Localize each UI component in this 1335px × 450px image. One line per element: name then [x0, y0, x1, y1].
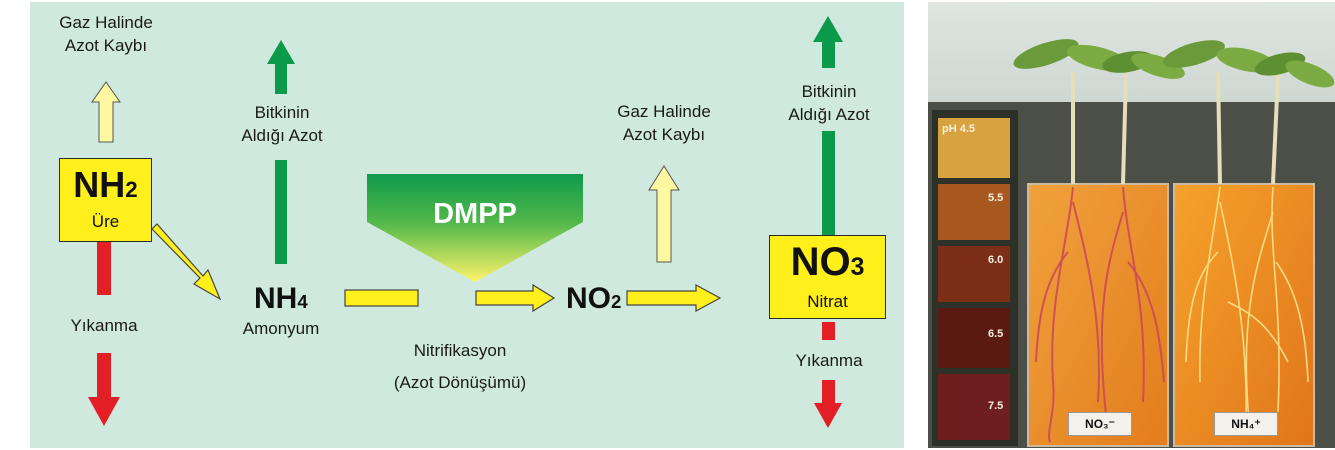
uptake-bar-left — [275, 160, 287, 264]
urea-to-ammonium-arrow — [151, 223, 222, 301]
plant-uptake-left-line2: Aldığı Azot — [241, 126, 323, 145]
urea-name: Üre — [91, 212, 120, 231]
gas-loss-arrow-right — [648, 165, 680, 263]
gas-loss-left-line2: Azot Kaybı — [64, 36, 148, 55]
nitrite-to-nitrate-arrow — [626, 283, 722, 313]
plant-uptake-left-line1: Bitkinin — [254, 103, 310, 122]
soil-container-ammonium — [1173, 183, 1315, 447]
gas-loss-right-line2: Azot Kaybı — [622, 125, 706, 144]
gas-loss-right-line1: Gaz Halinde — [617, 102, 711, 121]
nitrification-line1: Nitrifikasyon — [413, 341, 507, 360]
ph-swatch-5 — [938, 374, 1010, 440]
uptake-arrow-right — [813, 16, 843, 68]
leaching-bar-right — [822, 322, 835, 340]
plant-uptake-label-right: Bitkinin Aldığı Azot — [766, 80, 892, 126]
leaching-arrow-right — [814, 380, 842, 428]
nitrogen-cycle-diagram: Gaz Halinde Azot Kaybı NH2 Üre Yıkanma B… — [30, 2, 904, 448]
ph-label-5: 7.5 — [988, 400, 1004, 412]
nitrate-tag: NO₃⁻ — [1068, 412, 1132, 436]
uptake-arrow-left — [267, 40, 295, 94]
nitrite-formula: NO2 — [566, 282, 622, 315]
seedlings — [1013, 39, 1335, 185]
ammonium-formula: NH4 — [254, 282, 308, 315]
gas-loss-label-left: Gaz Halinde Azot Kaybı — [43, 11, 169, 57]
soil-container-nitrate — [1027, 183, 1169, 447]
ammonium-tag: NH₄⁺ — [1214, 412, 1278, 436]
nitrification-label: Nitrifikasyon (Azot Dönüşümü) — [375, 339, 545, 394]
leaching-label-left: Yıkanma — [70, 316, 138, 335]
gas-loss-label-right: Gaz Halinde Azot Kaybı — [600, 100, 728, 146]
roots-ammonium — [1185, 186, 1309, 433]
ph-swatch-4 — [938, 308, 1010, 368]
ph-swatch-1 — [938, 118, 1010, 178]
plant-uptake-right-line1: Bitkinin — [801, 82, 857, 101]
diagram-arrows — [88, 16, 843, 428]
roots-nitrate — [1035, 186, 1165, 443]
gas-loss-arrow-left — [91, 81, 121, 143]
ph-label-1: pH 4.5 — [942, 123, 976, 135]
root-ph-photo: pH 4.5 5.5 6.0 6.5 7.5 NO₃⁻ NH₄⁺ — [928, 2, 1335, 448]
root-photo-illustration — [928, 2, 1335, 448]
urea-formula: NH2 — [73, 164, 138, 205]
leaching-arrow-left — [88, 353, 120, 426]
ph-swatch-3 — [938, 246, 1010, 302]
dmpp-label: DMPP — [433, 198, 517, 230]
ammonium-label: Amonyum — [242, 319, 320, 338]
plant-uptake-right-line2: Aldığı Azot — [788, 105, 870, 124]
plant-uptake-label-left: Bitkinin Aldığı Azot — [219, 101, 345, 147]
ammonium-conversion-bar — [344, 289, 419, 307]
leaching-label-right: Yıkanma — [795, 351, 863, 370]
nitrate-box: NO3 Nitrat — [769, 235, 886, 319]
gas-loss-left-line1: Gaz Halinde — [59, 13, 153, 32]
ph-label-3: 6.0 — [988, 254, 1004, 266]
ph-label-2: 5.5 — [988, 192, 1004, 204]
dmpp-shape — [367, 174, 583, 282]
nitrate-formula: NO3 — [790, 240, 865, 284]
nitrification-line2: (Azot Dönüşümü) — [393, 373, 527, 392]
ph-label-4: 6.5 — [988, 328, 1004, 340]
uptake-bar-right — [822, 131, 835, 237]
ph-swatch-2 — [938, 184, 1010, 240]
to-nitrite-arrow — [475, 283, 556, 313]
leaching-bar-left — [97, 242, 111, 295]
urea-box: NH2 Üre — [59, 158, 152, 242]
nitrate-name: Nitrat — [807, 292, 848, 311]
